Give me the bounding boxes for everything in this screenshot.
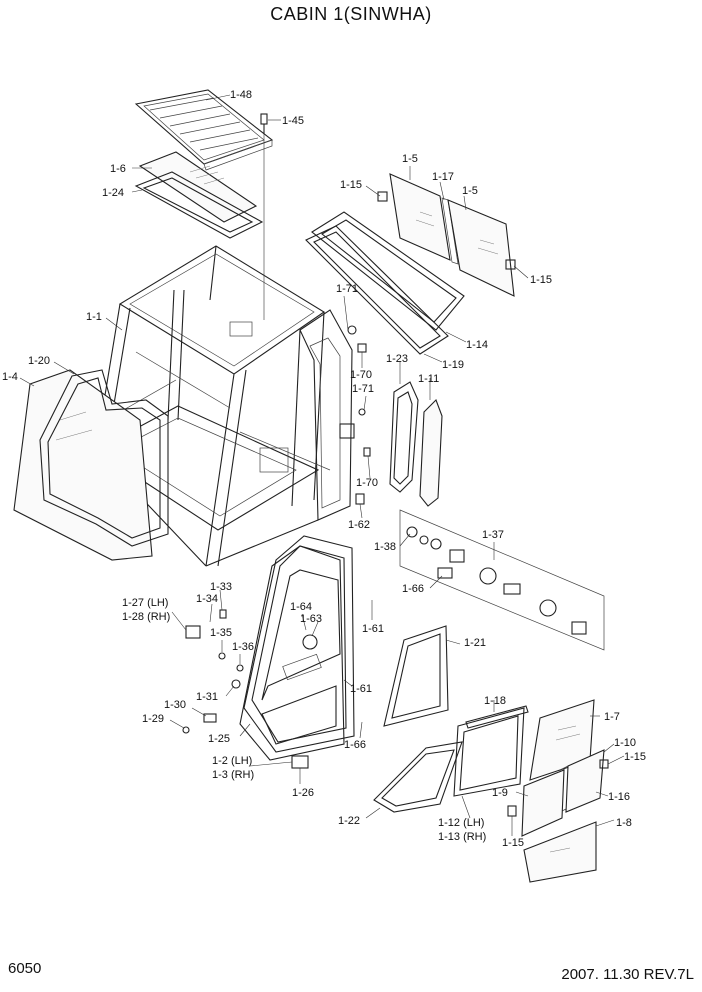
callout-1-15-c: 1-15: [624, 751, 646, 763]
glass-clip-part: [377, 191, 516, 270]
callout-1-20: 1-20: [28, 355, 50, 367]
left-window-seal-part: [39, 369, 169, 547]
callout-1-7: 1-7: [604, 711, 620, 723]
callout-1-22: 1-22: [338, 815, 360, 827]
callout-1-66-a: 1-66: [402, 583, 424, 595]
revision-stamp: 2007. 11.30 REV.7L: [561, 966, 694, 983]
callout-1-13-rh: 1-13 (RH): [438, 831, 486, 843]
callout-1-18: 1-18: [484, 695, 506, 707]
callout-1-12-lh: 1-12 (LH): [438, 817, 484, 829]
callout-1-26: 1-26: [292, 787, 314, 799]
callout-1-25: 1-25: [208, 733, 230, 745]
callout-1-23: 1-23: [386, 353, 408, 365]
callout-1-29: 1-29: [142, 713, 164, 725]
door-hinge-assembly-part: [399, 509, 605, 651]
callout-1-4: 1-4: [2, 371, 18, 383]
callout-1-15-a: 1-15: [340, 179, 362, 191]
callout-1-48: 1-48: [230, 89, 252, 101]
callout-1-38: 1-38: [374, 541, 396, 553]
callout-1-70-b: 1-70: [356, 477, 378, 489]
callout-1-27-lh: 1-27 (LH): [122, 597, 168, 609]
callout-1-71-a: 1-71: [336, 283, 358, 295]
callout-1-71-b: 1-71: [352, 383, 374, 395]
callout-1-24: 1-24: [102, 187, 124, 199]
callout-1-70-a: 1-70: [350, 369, 372, 381]
callout-1-36: 1-36: [232, 641, 254, 653]
rear-window-seal-part: [305, 211, 465, 355]
callout-1-34: 1-34: [196, 593, 218, 605]
callout-1-62: 1-62: [348, 519, 370, 531]
callout-1-37: 1-37: [482, 529, 504, 541]
upper-right-glass-part: [389, 173, 515, 297]
callout-1-64: 1-64: [290, 601, 312, 613]
page-title: CABIN 1(SINWHA): [270, 4, 432, 24]
callout-1-2-lh: 1-2 (LH): [212, 755, 252, 767]
callout-1-3-rh: 1-3 (RH): [212, 769, 254, 781]
callout-1-21: 1-21: [464, 637, 486, 649]
callout-1-61-a: 1-61: [362, 623, 384, 635]
callout-1-17: 1-17: [432, 171, 454, 183]
callout-1-5-a: 1-5: [402, 153, 418, 165]
roof-cover-part: [134, 89, 274, 171]
callout-1-66-b: 1-66: [344, 739, 366, 751]
leader-lines: [19, 94, 625, 836]
lower-right-glass-part: [521, 699, 605, 883]
door-handle-part: [182, 609, 309, 769]
door-window-seal-part: [373, 625, 463, 813]
callout-1-6: 1-6: [110, 163, 126, 175]
callout-1-31: 1-31: [196, 691, 218, 703]
callout-1-10: 1-10: [614, 737, 636, 749]
callout-1-5-b: 1-5: [462, 185, 478, 197]
quarter-window-seal-part: [389, 381, 419, 493]
callout-1-14: 1-14: [466, 339, 488, 351]
callout-1-61-b: 1-61: [350, 683, 372, 695]
callout-1-35: 1-35: [210, 627, 232, 639]
callout-1-33: 1-33: [210, 581, 232, 593]
quarter-window-glass-part: [419, 399, 443, 507]
callout-1-9: 1-9: [492, 787, 508, 799]
callout-1-63: 1-63: [300, 613, 322, 625]
callout-1-8: 1-8: [616, 817, 632, 829]
door-frame-part: [243, 535, 355, 753]
bolt-part: [260, 113, 268, 134]
callout-1-19: 1-19: [442, 359, 464, 371]
callout-1-11: 1-11: [418, 373, 439, 385]
door-seal-part: [239, 545, 345, 761]
callout-1-45: 1-45: [282, 115, 304, 127]
callout-1-15-b: 1-15: [530, 274, 552, 286]
left-side-glass-part: [13, 369, 153, 561]
callout-1-15-d: 1-15: [502, 837, 524, 849]
callout-1-28-rh: 1-28 (RH): [122, 611, 170, 623]
sliding-window-part: [453, 705, 529, 797]
cabin-frame-part: [94, 245, 353, 567]
roof-glass-seal-part: [134, 171, 264, 239]
page-number: 6050: [8, 960, 42, 977]
callout-1-16: 1-16: [608, 791, 630, 803]
callout-1-1: 1-1: [86, 311, 102, 323]
callout-1-30: 1-30: [164, 699, 186, 711]
